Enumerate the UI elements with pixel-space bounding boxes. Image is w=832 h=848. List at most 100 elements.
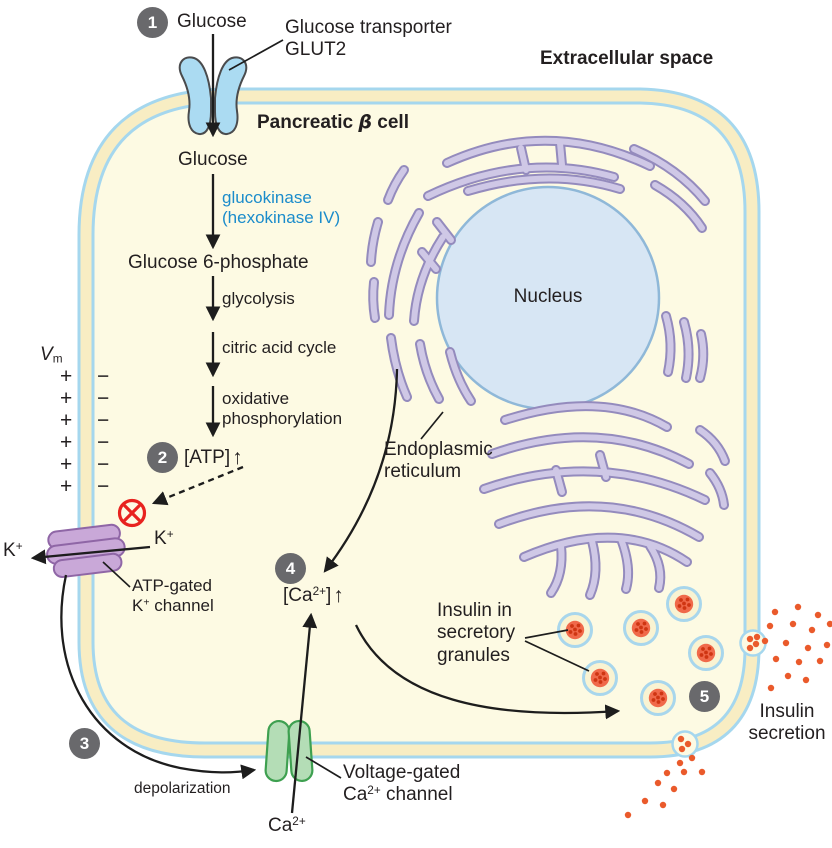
granule-core-dot [699, 653, 704, 657]
er-ribbon [548, 543, 565, 596]
insulin-dot [678, 745, 686, 753]
er-ribbon [707, 470, 727, 508]
secretory-granule [557, 612, 593, 648]
k-ion-inside-label: K+ [154, 528, 174, 550]
charge-plus: + [60, 409, 73, 432]
er-ribbon [388, 335, 410, 400]
extracellular-space-label: Extracellular space [540, 48, 714, 69]
insulin-dot [624, 811, 632, 819]
katp-channel-icon [46, 523, 126, 579]
er-ribbon [663, 313, 674, 375]
er-ribbon [419, 249, 439, 272]
insulin-granules-label: Insulin in secretory granules [437, 600, 515, 667]
pointer-er [420, 411, 444, 440]
insulin-dot [641, 797, 649, 805]
glut2-label-line1: Glucose transporter [285, 17, 452, 38]
oxphos-label: oxidative phosphorylation [222, 389, 342, 429]
insulin-dot [767, 684, 775, 692]
flow-arrows [30, 34, 621, 814]
secretion-line2: secretion [748, 723, 826, 745]
granule-core-dot [598, 680, 603, 684]
glut2-label-line2: GLUT2 [285, 39, 347, 61]
glycolysis-label: glycolysis [222, 289, 295, 308]
insulin-dot [663, 769, 671, 777]
arrow-er-ca-release [323, 368, 399, 573]
granule-core-dot [576, 623, 581, 628]
er-ribbon [502, 403, 670, 430]
granule-core-dot [682, 601, 686, 606]
granule-core-dot [659, 691, 664, 696]
insulin-dot [761, 637, 769, 645]
insulin-dot [782, 639, 790, 647]
step-badge-3: 3 [69, 728, 100, 759]
charge-minus: − [97, 409, 110, 432]
er-ribbon [597, 452, 609, 480]
granule-core-dot [704, 650, 708, 655]
granule-core-dot [677, 604, 682, 608]
er-ribbon [521, 534, 690, 565]
vgcc-label: Voltage-gated Ca2+ channel [343, 762, 460, 807]
er-ribbon [444, 137, 653, 169]
charge-minus: − [97, 387, 110, 410]
glucokinase-label: glucokinase (hexokinase IV) [222, 188, 340, 228]
er-ribbon [631, 146, 708, 204]
beta-symbol: β [358, 111, 373, 133]
k-sup: + [166, 528, 174, 542]
er-ribbon [425, 164, 617, 199]
er-ribbon [417, 341, 442, 402]
katp-channel-label: ATP-gated K+ channel [132, 576, 214, 616]
k-base: K [3, 540, 16, 561]
insulin-dot [804, 644, 812, 652]
er-ribbon [370, 279, 378, 321]
granule-core-dot [573, 632, 578, 636]
pointer-katp [102, 561, 131, 588]
charge-plus: + [60, 475, 73, 498]
oxphos-line1: oxidative [222, 389, 290, 408]
membrane-potential-label: Vm [40, 344, 63, 366]
er-ribbon [386, 210, 422, 318]
pointer-vgcc [305, 756, 342, 779]
er-line2: reticulum [384, 461, 462, 483]
arrow-ca-to-granules [354, 624, 621, 720]
er-ribbon [618, 536, 632, 592]
er-ribbon [681, 319, 692, 381]
insulin-dot [784, 672, 792, 680]
charge-minus: − [97, 365, 110, 388]
insulin-dot [766, 622, 774, 630]
er-ribbon [489, 434, 692, 467]
step-badge-1: 1 [137, 7, 168, 38]
secretory-granule [623, 610, 659, 646]
pointer-granule-2 [524, 640, 590, 672]
ca-channel-icon [264, 719, 314, 783]
ca-concentration-label: [Ca2+]↑ [283, 584, 344, 607]
oxphos-line2: phosphorylation [222, 409, 343, 429]
endoplasmic-reticulum [366, 135, 730, 600]
pointer-granule-1 [524, 629, 569, 639]
er-ribbon [368, 219, 381, 265]
glucose-intracellular-label: Glucose [178, 149, 248, 170]
arrow-k-efflux [30, 545, 151, 565]
charge-minus: − [97, 431, 110, 454]
insulin-dot [794, 603, 802, 611]
granule-core-dot [593, 678, 598, 682]
k-base: K [154, 528, 167, 549]
granule-core-dot [639, 625, 643, 630]
granule-core-dot [701, 647, 705, 651]
granule-core-dot [707, 646, 712, 651]
charge-minus: − [97, 475, 110, 498]
granules-line3: granules [437, 644, 510, 666]
granule-core-dot [639, 630, 644, 634]
granule-core-dot [644, 627, 648, 631]
atp-up-arrow: ↑ [232, 446, 243, 469]
er-line1: Endoplasmic [384, 439, 493, 460]
vm-symbol: V [40, 344, 53, 365]
insulin-dot [746, 644, 754, 652]
er-ribbon [587, 538, 599, 598]
granule-core-dot [661, 697, 665, 701]
granule-core-dot [656, 695, 660, 700]
insulin-dot [789, 620, 797, 628]
er-ribbon-fill [368, 137, 728, 598]
pointer-lines [102, 39, 590, 779]
k-sup: + [15, 540, 23, 554]
